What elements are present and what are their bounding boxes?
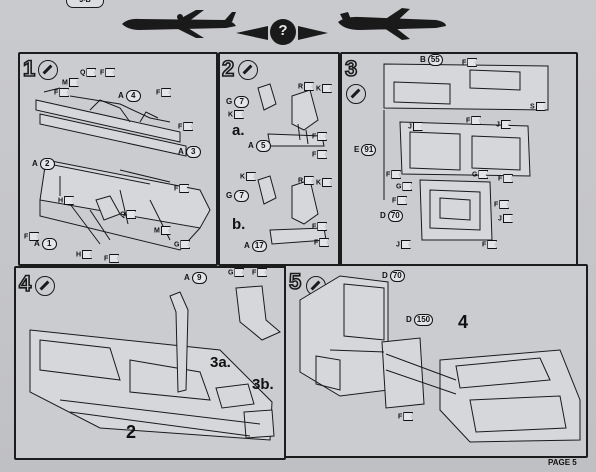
step-4-parts <box>29 285 281 441</box>
step-2-flag: K <box>316 178 333 187</box>
step-1-flag: G <box>174 240 191 249</box>
step-3-flag: F <box>392 196 408 205</box>
step-1-flag: F <box>156 88 172 97</box>
step-3-flag: J <box>408 122 423 131</box>
step-5-parts <box>299 275 581 443</box>
step-1-parts <box>35 87 211 251</box>
step-1-flag: F <box>100 68 116 77</box>
step-3-flag: J <box>396 240 411 249</box>
step-2-flag: K <box>240 172 257 181</box>
step-3-flag: F <box>494 200 510 209</box>
step-1-flag: Q <box>120 210 137 219</box>
step-1-flag: H <box>58 196 75 205</box>
step-number-1: 1 <box>22 56 36 81</box>
glue-tool-icon <box>38 60 58 80</box>
step-3-flag: J <box>496 120 511 129</box>
arrow-left-icon <box>236 26 268 40</box>
step-1-flag: F <box>178 122 194 131</box>
step-1-flag: F <box>54 88 70 97</box>
step-3-flag: F <box>386 170 402 179</box>
page-number: PAGE 5 <box>548 458 577 467</box>
step-2-flag: K <box>228 110 245 119</box>
glue-tool-icon <box>238 60 258 80</box>
step-3-flag: F <box>466 116 482 125</box>
step-number-2: 2 <box>221 56 235 81</box>
step-2-sub-a: a. <box>232 122 245 139</box>
step-1-flag: Q <box>80 68 97 77</box>
step-2-parts <box>257 83 327 245</box>
step-3-flag: F <box>462 58 478 67</box>
step-1-flag: M <box>154 226 171 235</box>
step-4-sub-3a: 3a. <box>210 354 231 371</box>
step-3-flag: S <box>530 102 546 111</box>
step-2-flag: F <box>312 132 328 141</box>
step-4-sub-3b: 3b. <box>252 376 274 393</box>
aircraft-left-icon <box>122 10 236 38</box>
step-1-flag: F <box>174 184 190 193</box>
step-4-flag: F <box>252 268 268 277</box>
step-number-4: 4 <box>18 271 32 296</box>
step-2-sub-b: b. <box>232 216 246 233</box>
step-number-3: 3 <box>344 56 358 81</box>
step-1-flag: F <box>24 232 40 241</box>
arrow-right-icon <box>298 26 328 40</box>
step-5-flag: F <box>398 412 414 421</box>
step-1-flag: F <box>104 254 120 263</box>
step-3-flag: G <box>396 182 413 191</box>
step-3-flag: J <box>498 214 513 223</box>
step-2-flag: R <box>298 82 315 91</box>
glue-tool-icon <box>35 276 55 296</box>
step-5-sub-4: 4 <box>458 312 469 332</box>
step-4-sub-2: 2 <box>126 422 137 442</box>
step-number-5: 5 <box>288 269 302 294</box>
step-3-flag: F <box>482 240 498 249</box>
question-mark: ? <box>278 22 288 39</box>
aircraft-right-icon <box>338 8 446 40</box>
step-2-flag: F <box>312 222 328 231</box>
step-3-flag: G <box>472 170 489 179</box>
step-2-flag: K <box>316 84 333 93</box>
step-2-flag: F <box>314 238 330 247</box>
step-2-flag: F <box>312 150 328 159</box>
step-3-flag: F <box>498 174 514 183</box>
step-3-parts <box>383 63 549 241</box>
glue-tool-icon <box>346 84 366 104</box>
step-2-flag: R <box>298 176 315 185</box>
step-1-flag: H <box>76 250 93 259</box>
step-1-flag: M <box>62 78 79 87</box>
question-circle <box>270 19 296 45</box>
step-4-flag: G <box>228 268 245 277</box>
